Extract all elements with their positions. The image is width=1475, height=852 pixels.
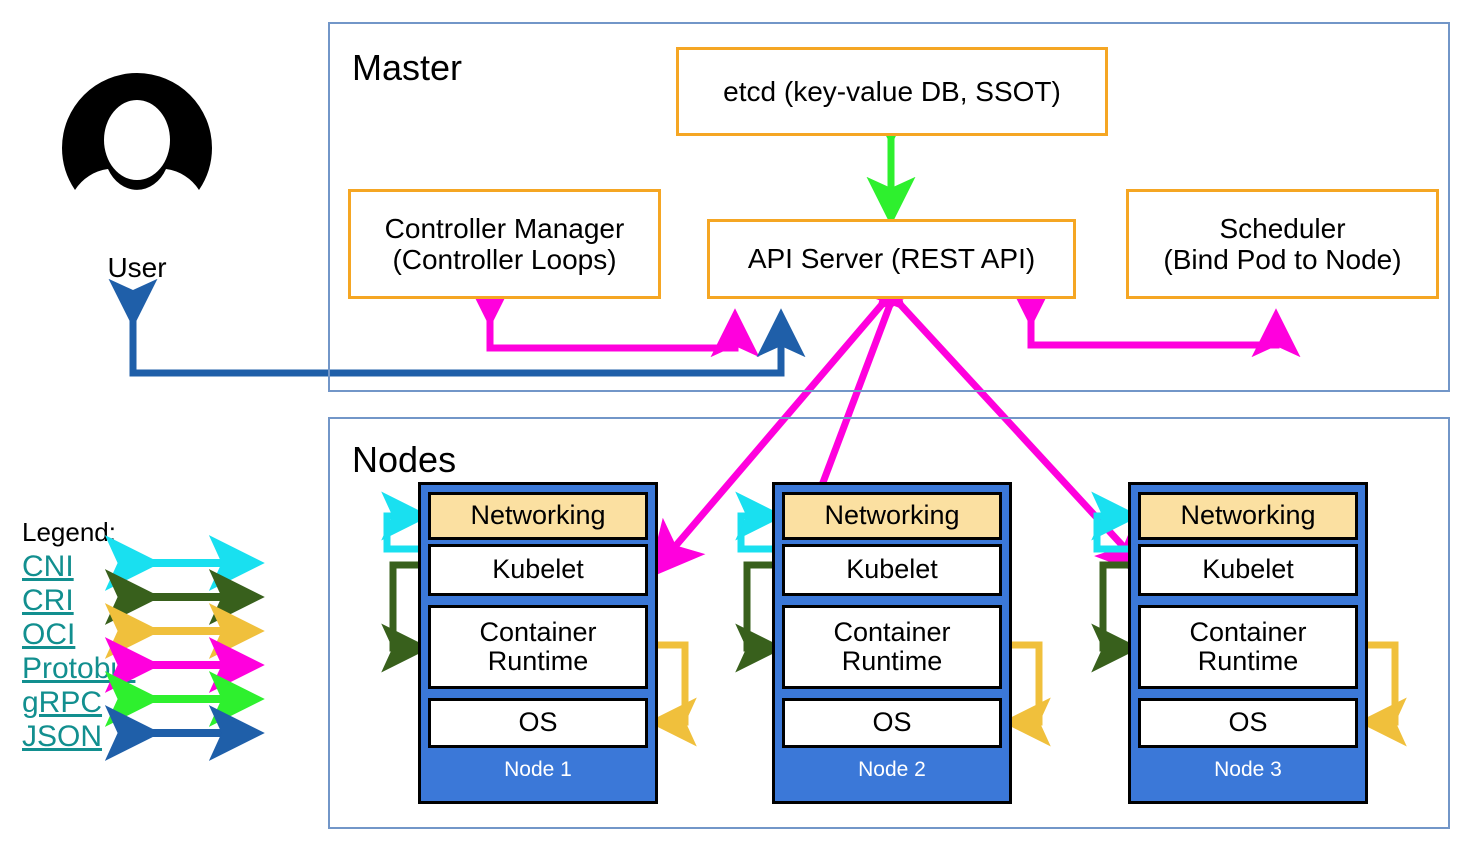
legend-label-grpc[interactable]: gRPC <box>22 686 103 719</box>
controller-manager-box[interactable]: Controller Manager (Controller Loops) <box>348 189 661 299</box>
controller-manager-label-line1: Controller Manager <box>384 212 625 244</box>
legend-label-protobuf[interactable]: Protobuf <box>22 652 136 685</box>
user-label: User <box>107 252 167 283</box>
legend-label-cri[interactable]: CRI <box>22 584 74 617</box>
node-3-label: Node 3 <box>1214 758 1282 781</box>
nodes-group-box <box>328 417 1450 829</box>
user-avatar-icon <box>62 73 212 223</box>
node-2-label: Node 2 <box>858 758 926 781</box>
scheduler-box[interactable]: Scheduler (Bind Pod to Node) <box>1126 189 1439 299</box>
nodes-group-title: Nodes <box>352 439 457 480</box>
node-1-os-layer[interactable]: OS <box>428 698 648 748</box>
scheduler-label-line1: Scheduler <box>1219 212 1346 244</box>
legend-label-oci[interactable]: OCI <box>22 618 76 651</box>
node-3-container-runtime-line2: Runtime <box>1197 646 1299 676</box>
node-1-container-runtime-layer[interactable]: Container Runtime <box>428 605 648 689</box>
node-1-container-runtime-line1: Container <box>479 616 597 647</box>
legend-title: Legend: <box>22 517 116 547</box>
node-1-container-runtime-line2: Runtime <box>487 646 589 676</box>
node-1[interactable]: Networking Kubelet Container Runtime OS … <box>418 482 658 804</box>
node-1-networking-layer[interactable]: Networking <box>428 492 648 540</box>
node-3[interactable]: Networking Kubelet Container Runtime OS … <box>1128 482 1368 804</box>
node-2-networking-layer[interactable]: Networking <box>782 492 1002 540</box>
master-group-box <box>328 22 1450 392</box>
node-3-container-runtime-layer[interactable]: Container Runtime <box>1138 605 1358 689</box>
node-2-kubelet-layer[interactable]: Kubelet <box>782 544 1002 596</box>
node-3-os-layer[interactable]: OS <box>1138 698 1358 748</box>
node-1-label: Node 1 <box>504 758 572 781</box>
legend-label-json[interactable]: JSON <box>22 720 103 753</box>
node-2-container-runtime-line2: Runtime <box>841 646 943 676</box>
node-3-networking-layer[interactable]: Networking <box>1138 492 1358 540</box>
controller-manager-label-line2: (Controller Loops) <box>392 244 617 275</box>
node-2-container-runtime-line1: Container <box>833 616 951 647</box>
node-2[interactable]: Networking Kubelet Container Runtime OS … <box>772 482 1012 804</box>
node-3-kubelet-layer[interactable]: Kubelet <box>1138 544 1358 596</box>
node-2-container-runtime-layer[interactable]: Container Runtime <box>782 605 1002 689</box>
node-1-kubelet-layer[interactable]: Kubelet <box>428 544 648 596</box>
node-2-os-layer[interactable]: OS <box>782 698 1002 748</box>
scheduler-label-line2: (Bind Pod to Node) <box>1163 244 1402 275</box>
api-server-box[interactable]: API Server (REST API) <box>707 219 1076 299</box>
legend-label-cni[interactable]: CNI <box>22 550 74 583</box>
node-3-container-runtime-line1: Container <box>1189 616 1307 647</box>
etcd-box[interactable]: etcd (key-value DB, SSOT) <box>676 47 1108 136</box>
master-group-title: Master <box>352 47 463 88</box>
